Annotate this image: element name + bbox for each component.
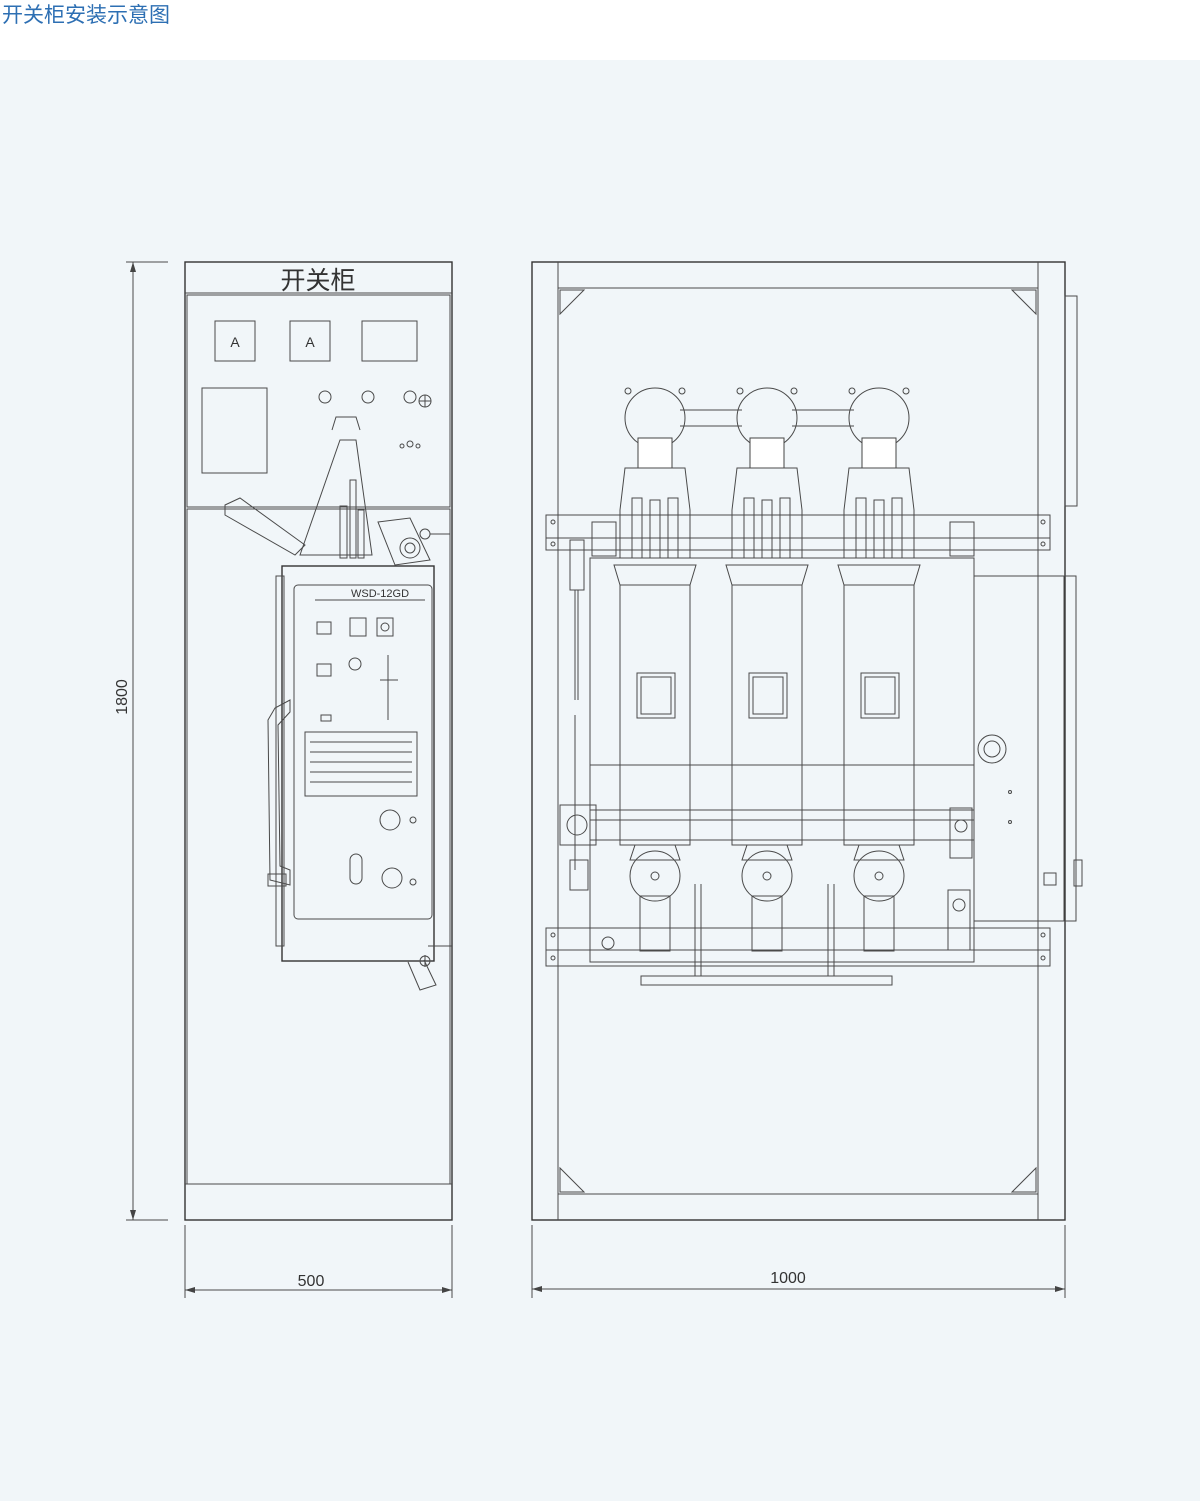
rating-plate	[304, 731, 418, 797]
pole-c	[837, 437, 921, 952]
display-window	[361, 320, 418, 362]
front-width-dimension: 500	[184, 1225, 453, 1298]
breaker-model: WSD-12GD	[351, 588, 409, 600]
ammeter-2	[289, 320, 331, 362]
ammeter-1	[214, 320, 256, 362]
front-view: 开关柜 A A WSD-12GD	[184, 261, 453, 1221]
height-label: 1800	[114, 679, 131, 715]
ammeter-1-label: A	[230, 334, 240, 350]
ammeter-2-label: A	[305, 334, 315, 350]
side-view	[531, 261, 1083, 1221]
instrument-window	[201, 387, 268, 474]
page-title: 开关柜安装示意图	[2, 3, 170, 27]
drawing-area	[0, 60, 1200, 1501]
name-plate: 开关柜	[280, 267, 355, 295]
height-dimension: 1800	[114, 261, 168, 1221]
side-width-label: 1000	[770, 1270, 806, 1287]
front-width-label: 500	[298, 1273, 325, 1290]
side-width-dimension: 1000	[531, 1225, 1066, 1298]
breaker-body	[281, 565, 435, 962]
